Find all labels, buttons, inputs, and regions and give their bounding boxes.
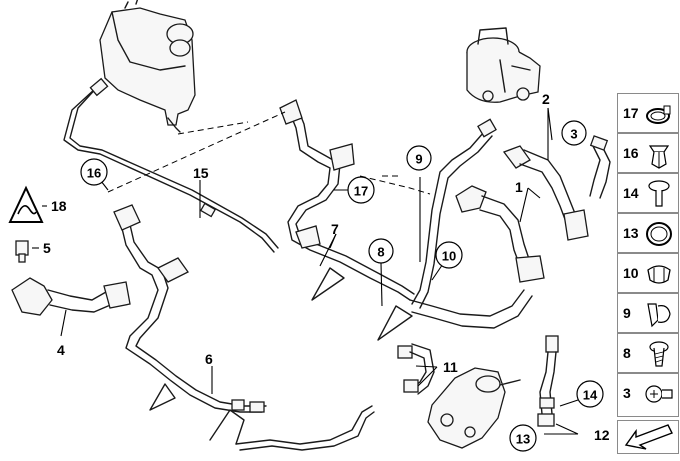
- legend-item-3: 3: [617, 373, 679, 417]
- label-2: 2: [542, 91, 550, 107]
- legend-item-17: 17: [617, 93, 679, 133]
- label-1: 1: [515, 179, 523, 195]
- label-11: 11: [443, 359, 458, 375]
- holder-clip-icon: [647, 303, 671, 328]
- spring-clip-icon: [647, 265, 671, 284]
- circled-label-14: 14: [576, 380, 604, 408]
- svg-text:16: 16: [87, 166, 101, 181]
- hose-11-drawing: [397, 343, 435, 395]
- warning-triangle-18: [8, 185, 44, 223]
- hose-1-drawing: [455, 185, 545, 283]
- sensor-5-drawing: [15, 240, 29, 263]
- legend-number: 3: [623, 385, 631, 401]
- svg-text:13: 13: [516, 432, 530, 447]
- svg-text:10: 10: [442, 249, 456, 264]
- label-4: 4: [57, 342, 65, 358]
- circled-label-9: 9: [406, 145, 432, 171]
- legend-number: 8: [623, 345, 631, 361]
- label-15: 15: [193, 165, 209, 181]
- legend-number: 9: [623, 305, 631, 321]
- hose-6-drawing: [113, 204, 375, 451]
- svg-text:3: 3: [570, 127, 577, 142]
- circled-label-17: 17: [347, 176, 375, 204]
- screw-icon: [649, 341, 669, 367]
- legend-item-8: 8: [617, 333, 679, 373]
- legend-number: 10: [623, 265, 639, 281]
- legend-number: 17: [623, 105, 639, 121]
- push-pin-icon: [648, 180, 670, 207]
- legend-number: 14: [623, 185, 639, 201]
- leader-lines: [32, 107, 591, 435]
- clamp-screw-icon: [645, 385, 673, 403]
- svg-text:9: 9: [415, 152, 422, 167]
- circled-label-10: 10: [435, 241, 463, 269]
- electric-water-pump-drawing: [466, 27, 541, 103]
- auxiliary-pump-drawing: [427, 367, 521, 449]
- direction-arrow-icon: [624, 424, 673, 450]
- circled-label-3: 3: [561, 120, 587, 146]
- hose-4-drawing: [11, 277, 131, 316]
- circled-label-16: 16: [80, 158, 108, 186]
- legend-item-9: 9: [617, 293, 679, 333]
- label-12: 12: [594, 427, 610, 443]
- parts-legend: 17 16 14 13 10 9: [617, 93, 680, 461]
- legend-item-16: 16: [617, 133, 679, 173]
- label-6: 6: [205, 351, 213, 367]
- circled-label-13: 13: [509, 424, 537, 452]
- circled-label-8: 8: [368, 238, 394, 264]
- svg-text:17: 17: [354, 184, 368, 199]
- legend-number: 16: [623, 145, 639, 161]
- label-18: 18: [51, 198, 67, 214]
- diagram-arrow-cell: [617, 420, 679, 454]
- svg-text:8: 8: [377, 245, 384, 260]
- hose-2-drawing: [502, 135, 611, 241]
- hose-15-drawing: [63, 77, 279, 253]
- legend-item-14: 14: [617, 173, 679, 213]
- expanding-rivet-icon: [648, 145, 670, 169]
- legend-number: 13: [623, 225, 639, 241]
- hose-clamp-icon: [646, 105, 671, 124]
- label-7: 7: [331, 221, 339, 237]
- hose-7-drawing: [279, 99, 415, 301]
- hose-9-drawing: [377, 118, 533, 341]
- legend-item-10: 10: [617, 253, 679, 293]
- o-ring-icon: [646, 222, 672, 246]
- svg-text:14: 14: [583, 388, 598, 403]
- legend-item-13: 13: [617, 213, 679, 253]
- reference-lines: [107, 111, 431, 195]
- hose-12-drawing: [537, 335, 559, 427]
- expansion-tank-drawing: [99, 0, 196, 133]
- label-5: 5: [43, 240, 51, 256]
